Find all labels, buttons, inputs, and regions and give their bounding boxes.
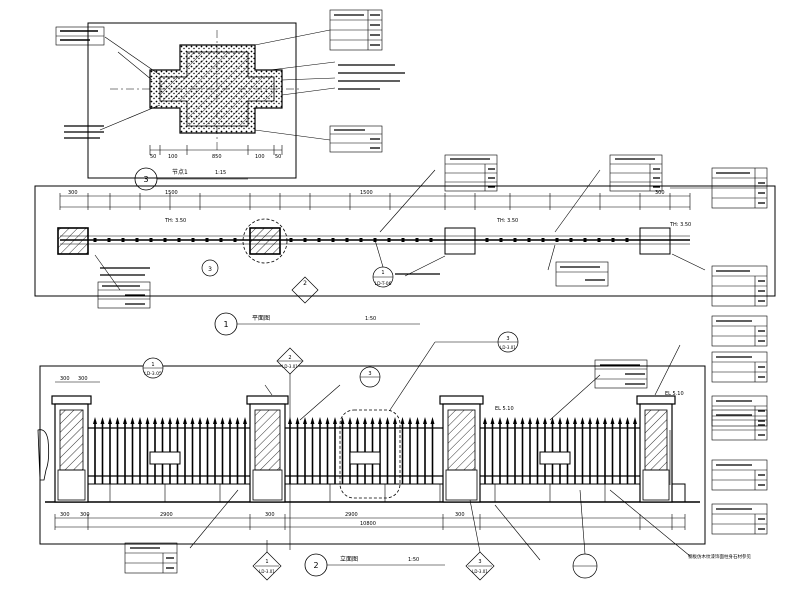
elev-callout-3-num: 3 — [368, 371, 371, 377]
elev-callout-1-num: 1 — [151, 362, 154, 368]
elev-callout-2-num: 2 — [288, 355, 291, 361]
plan-title: 平面图 — [252, 315, 270, 322]
elev-callout-5-num: 1 — [265, 559, 268, 565]
elev-dim-5: 2900 — [345, 512, 358, 518]
plan-pier-4 — [639, 227, 671, 255]
plan-section-3: 3 — [208, 266, 212, 273]
elev-scale: 1:50 — [408, 557, 419, 563]
plan-dim-3: 1500 — [360, 190, 373, 196]
elev-note: 钢板仿木纹漆饰面柱身石材参见 — [688, 553, 751, 560]
plan-leader-3: TH: 3.50 — [669, 222, 691, 228]
fence-base — [54, 483, 686, 503]
elev-top-dim-1: 300 — [60, 376, 70, 382]
elev-dim-1: 300 — [60, 512, 70, 518]
plan-pier-1 — [57, 227, 89, 255]
plan-leader-1: TH: 3.50 — [164, 218, 186, 224]
elev-callout-6-sheet: LD-3.01 — [472, 569, 488, 574]
elev-callout-6-num: 3 — [478, 559, 481, 565]
detail-dim-4: 100 — [255, 154, 265, 160]
detail-title: 节点1 — [172, 168, 188, 176]
plan-callout-sheet: LD-T-06 — [375, 281, 392, 287]
detail-scale: 1:15 — [215, 170, 226, 176]
plan-leader-2: TH: 3.50 — [496, 218, 518, 224]
elev-callout-4-sheet: LD-3.01 — [500, 345, 516, 350]
detail-bubble-number: 3 — [143, 175, 148, 184]
elev-dim-2: 300 — [80, 512, 90, 518]
plan-title-number: 1 — [223, 320, 228, 329]
detail-dim-3: 850 — [212, 154, 222, 160]
elev-callout-1-sheet: LD-3.05 — [144, 371, 162, 377]
plan-callout-1: 1 — [381, 270, 384, 276]
detail-notes-right — [329, 9, 383, 153]
elev-callout-2-sheet: LD-3.01 — [282, 364, 298, 369]
elev-level-2: EL 5.10 — [665, 391, 684, 397]
elev-title: 立面图 — [340, 555, 358, 563]
elev-title-number: 2 — [313, 561, 318, 570]
elev-level-1: EL 5.10 — [495, 406, 514, 412]
detail-view: 50 100 850 100 50 3 节点1 1:15 — [55, 22, 336, 191]
elev-callout-5-sheet: LD-3.01 — [259, 569, 275, 574]
plan-dim-1: 300 — [68, 190, 78, 196]
plan-section-2: 2 — [303, 280, 307, 287]
elev-callout-4-num: 3 — [506, 336, 509, 342]
elev-overall: 10800 — [360, 521, 376, 527]
plan-detail-circle — [242, 218, 288, 264]
plan-pier-2 — [249, 227, 281, 255]
plan-dim-4: 300 — [655, 190, 665, 196]
elev-top-dim-2: 300 — [78, 376, 88, 382]
plan-scale: 1:50 — [365, 316, 376, 322]
detail-dim-1: 50 — [150, 154, 156, 160]
detail-dim-5: 50 — [275, 154, 281, 160]
elev-dim-6: 300 — [455, 512, 465, 518]
plan-pier-3 — [444, 227, 476, 255]
elevation-view: 300 300 300 300 2900 300 2900 300 10800 … — [37, 315, 768, 581]
elev-dim-4: 300 — [265, 512, 275, 518]
plan-dim-2: 1500 — [165, 190, 178, 196]
plan-view: 300 1500 1500 300 TH: 3.50 TH: 3.50 TH: … — [34, 154, 776, 336]
elev-dim-3: 2900 — [160, 512, 173, 518]
detail-dim-2: 100 — [168, 154, 178, 160]
